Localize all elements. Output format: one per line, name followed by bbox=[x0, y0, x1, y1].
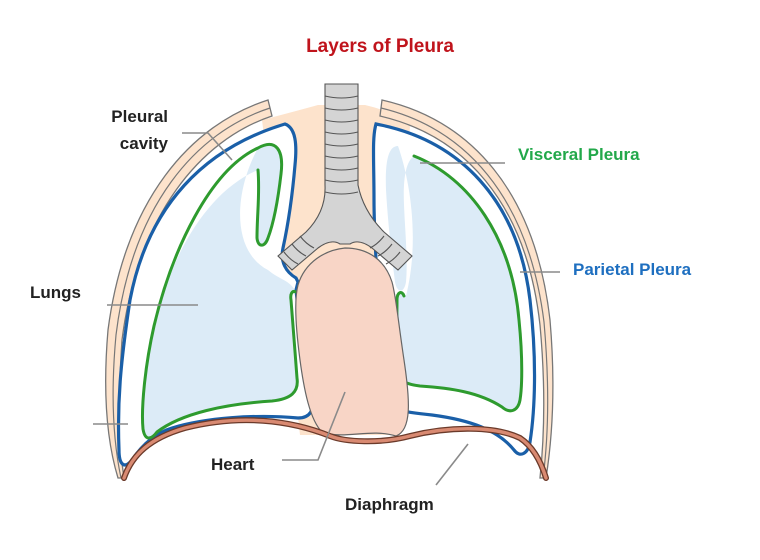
bronchus-ring-left bbox=[299, 235, 315, 249]
heart bbox=[295, 247, 409, 437]
leader-heart bbox=[282, 391, 346, 461]
label-heart: Heart bbox=[211, 455, 255, 474]
label-pleural-cavity-line2: cavity bbox=[120, 134, 169, 153]
label-pleural-cavity-line1: Pleural bbox=[111, 107, 168, 126]
leader-diaphragm bbox=[435, 443, 469, 486]
tracheal-ring bbox=[324, 119, 359, 123]
leader-pleural-cavity bbox=[182, 132, 233, 161]
label-parietal-pleura: Parietal Pleura bbox=[573, 260, 692, 279]
trachea bbox=[277, 83, 413, 271]
bronchus-ring-left bbox=[291, 243, 307, 257]
tracheal-ring bbox=[324, 131, 359, 135]
diaphragm-muscle bbox=[122, 418, 548, 480]
tracheal-ring bbox=[324, 167, 359, 171]
tracheal-ring bbox=[324, 143, 359, 147]
chest-wall-right bbox=[379, 99, 554, 479]
diagram-title: Layers of Pleura bbox=[306, 36, 454, 57]
bronchus-ring-right bbox=[369, 235, 385, 249]
tracheal-ring bbox=[324, 107, 359, 111]
visceral-pleura-left bbox=[140, 142, 299, 440]
label-visceral-pleura: Visceral Pleura bbox=[518, 145, 640, 164]
label-diaphragm: Diaphragm bbox=[345, 495, 434, 514]
tracheal-ring bbox=[324, 191, 359, 195]
bronchus-ring-right bbox=[385, 251, 401, 265]
tracheal-ring bbox=[324, 179, 359, 183]
tracheal-ring bbox=[324, 95, 359, 99]
lung-right-fill bbox=[385, 146, 522, 411]
label-lungs: Lungs bbox=[30, 283, 81, 302]
trachea-shape bbox=[277, 83, 413, 271]
bronchus-ring-left bbox=[283, 251, 299, 265]
bronchus-ring-right bbox=[377, 243, 393, 257]
chest-wall-right-inner-line bbox=[380, 107, 549, 479]
tracheal-ring bbox=[324, 155, 359, 159]
